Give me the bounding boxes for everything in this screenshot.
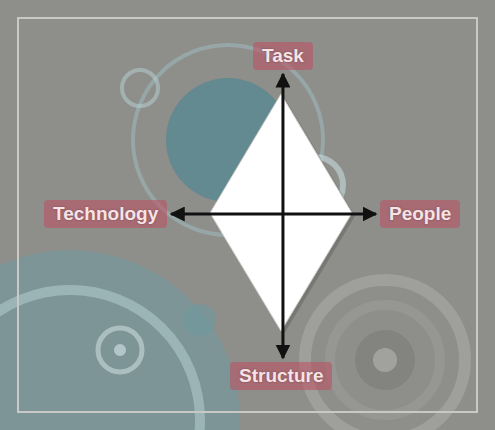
deco-ring <box>122 70 158 106</box>
deco-dot <box>184 304 216 336</box>
component-label: Task <box>262 44 304 68</box>
component-label: Structure <box>239 364 323 388</box>
frame <box>18 18 477 412</box>
double-arrow <box>281 74 284 358</box>
label-band: People <box>380 200 460 228</box>
deco-ring <box>330 305 440 415</box>
double-arrow <box>171 213 376 216</box>
label-band: Structure <box>230 362 332 390</box>
label-band: Task <box>253 42 313 70</box>
deco-ring <box>305 280 465 430</box>
deco-dot <box>373 348 397 372</box>
label-band: Technology <box>44 200 167 228</box>
deco-circle <box>0 250 240 430</box>
deco-ring <box>98 328 142 372</box>
deco-circle <box>355 330 415 390</box>
component-label: People <box>389 202 451 226</box>
component-label: Technology <box>53 202 158 226</box>
deco-ring <box>0 290 200 430</box>
deco-dot <box>114 344 126 356</box>
